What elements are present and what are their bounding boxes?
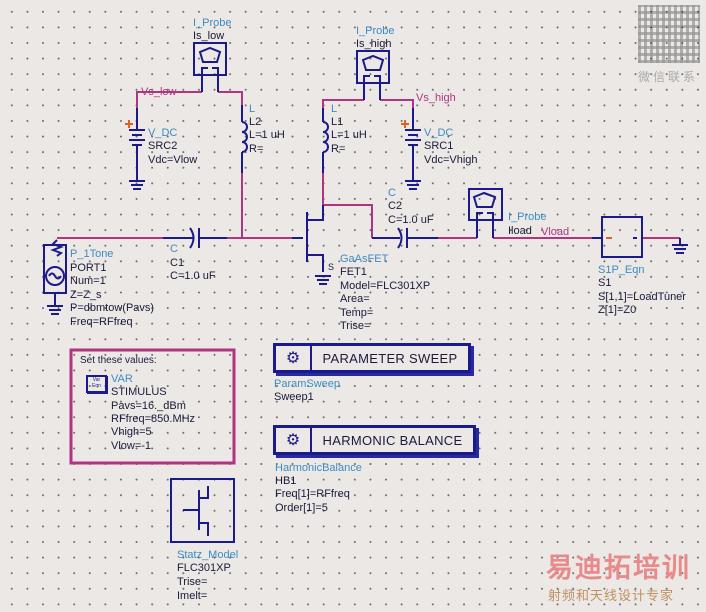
net-vload: Vload bbox=[541, 226, 570, 238]
fet-symbol bbox=[292, 205, 331, 285]
sweep-name[interactable]: Sweep1 bbox=[274, 391, 314, 403]
port1-type: P_1Tone bbox=[70, 248, 114, 260]
var-param: Vhigh=5 bbox=[111, 426, 152, 438]
watermark-brand: 易迪拓培训 bbox=[546, 553, 691, 583]
s1p-param: S[1,1]=LoadTuner bbox=[598, 291, 686, 303]
harmonic-balance-block[interactable]: ⚙ HARMONIC BALANCE bbox=[273, 425, 476, 455]
probe-high-symbol bbox=[356, 50, 390, 100]
s1p-param: Z[1]=Z0 bbox=[598, 304, 637, 316]
l2-type: L bbox=[249, 103, 256, 115]
net-vs-high: Vs_high bbox=[416, 92, 456, 104]
wires bbox=[57, 91, 680, 239]
src1-param: Vdc=Vhigh bbox=[424, 154, 478, 166]
hb-gear-icon: ⚙ bbox=[276, 428, 312, 452]
src2-type: V_DC bbox=[148, 127, 178, 139]
sweep-gear-icon: ⚙ bbox=[276, 346, 312, 370]
port1-symbol bbox=[43, 239, 67, 315]
probe-load-type: I_Probe bbox=[508, 211, 547, 223]
parameter-sweep-block[interactable]: ⚙ PARAMETER SWEEP bbox=[273, 343, 471, 373]
port1-param: Freq=RFfreq bbox=[70, 316, 133, 328]
src1-symbol bbox=[405, 108, 421, 190]
c1-param: C=1.0 uF bbox=[170, 270, 216, 282]
var-name[interactable]: STIMULUS bbox=[111, 386, 167, 398]
probe-low-name[interactable]: Is_low bbox=[193, 30, 225, 42]
sweep-type: ParamSweep bbox=[274, 378, 341, 390]
l2-param: L=1 uH bbox=[249, 129, 285, 141]
src2-name[interactable]: SRC2 bbox=[148, 140, 178, 152]
var-eqn-icon[interactable]: Var Eqn bbox=[86, 375, 107, 393]
var-frame bbox=[69, 348, 236, 465]
port1-param: Z=Z_s bbox=[70, 289, 102, 301]
statz-name[interactable]: FLC301XP bbox=[177, 562, 231, 574]
c2-name[interactable]: C2 bbox=[388, 200, 403, 212]
probe-high-type: I_Probe bbox=[356, 25, 395, 37]
c2-param: C=1.0 uF bbox=[388, 214, 434, 226]
port1-name[interactable]: PORT1 bbox=[70, 262, 107, 274]
statz-param: Trise= bbox=[177, 576, 208, 588]
var-param: RFfreq=850.MHz bbox=[111, 413, 196, 425]
fet-source-pin: S bbox=[328, 262, 335, 272]
qr-caption: 微信联系 bbox=[638, 70, 699, 84]
net-vs-low: Vs_low bbox=[141, 86, 177, 98]
statz-symbol bbox=[170, 478, 235, 543]
statz-type: Statz_Model bbox=[177, 549, 239, 561]
l2-name[interactable]: L2 bbox=[249, 116, 262, 128]
c2-symbol bbox=[372, 227, 438, 249]
statz-param: Imelt= bbox=[177, 590, 208, 602]
src2-param: Vdc=Vlow bbox=[148, 154, 198, 166]
probe-load-name[interactable]: Iload bbox=[508, 225, 532, 237]
l1-name[interactable]: L1 bbox=[331, 116, 344, 128]
hb-param: Freq[1]=RFfreq bbox=[275, 488, 350, 500]
probe-low-symbol bbox=[193, 42, 227, 92]
l1-param: L=1 uH bbox=[331, 129, 367, 141]
c2-type: C bbox=[388, 187, 396, 199]
watermark-slogan: 射频和天线设计专家 bbox=[548, 588, 675, 603]
fet-param: Model=FLC301XP bbox=[340, 280, 431, 292]
port1-param: P=dbmtow(Pavs) bbox=[70, 302, 155, 314]
probe-high-name[interactable]: Is_high bbox=[356, 38, 392, 50]
var-param: Pavs=16._dBm bbox=[111, 400, 186, 412]
hb-name[interactable]: HB1 bbox=[275, 475, 297, 487]
fet-name[interactable]: FET1 bbox=[340, 266, 367, 278]
l1-symbol bbox=[322, 108, 329, 173]
l1-param: R= bbox=[331, 143, 346, 155]
c1-type: C bbox=[170, 243, 178, 255]
probe-load-symbol bbox=[468, 188, 503, 238]
fet-param: Trise= bbox=[340, 320, 371, 332]
s1p-symbol bbox=[592, 216, 688, 258]
var-note: Set these values: bbox=[80, 355, 157, 366]
port1-param: Num=1 bbox=[70, 275, 106, 287]
src1-name[interactable]: SRC1 bbox=[424, 140, 454, 152]
hb-type: HarmonicBalance bbox=[275, 462, 362, 474]
sweep-label: PARAMETER SWEEP bbox=[322, 350, 458, 366]
hb-param: Order[1]=5 bbox=[275, 502, 328, 514]
probe-low-type: I_Probe bbox=[193, 17, 232, 29]
src1-type: V_DC bbox=[424, 127, 454, 139]
c1-name[interactable]: C1 bbox=[170, 257, 185, 269]
s1p-name[interactable]: S1 bbox=[598, 277, 612, 289]
qr-code-icon bbox=[638, 5, 700, 63]
fet-type: GaAsFET bbox=[340, 253, 389, 265]
l2-symbol bbox=[241, 105, 248, 173]
hb-label: HARMONIC BALANCE bbox=[322, 432, 463, 448]
var-param: Vlow=-1 bbox=[111, 440, 152, 452]
s1p-type: S1P_Eqn bbox=[598, 264, 645, 276]
src2-symbol bbox=[129, 108, 145, 190]
l1-type: L bbox=[331, 103, 338, 115]
l2-param: R= bbox=[249, 143, 264, 155]
var-type: VAR bbox=[111, 373, 133, 385]
fet-param: Area= bbox=[340, 293, 370, 305]
fet-param: Temp= bbox=[340, 307, 374, 319]
c1-symbol bbox=[163, 227, 227, 249]
